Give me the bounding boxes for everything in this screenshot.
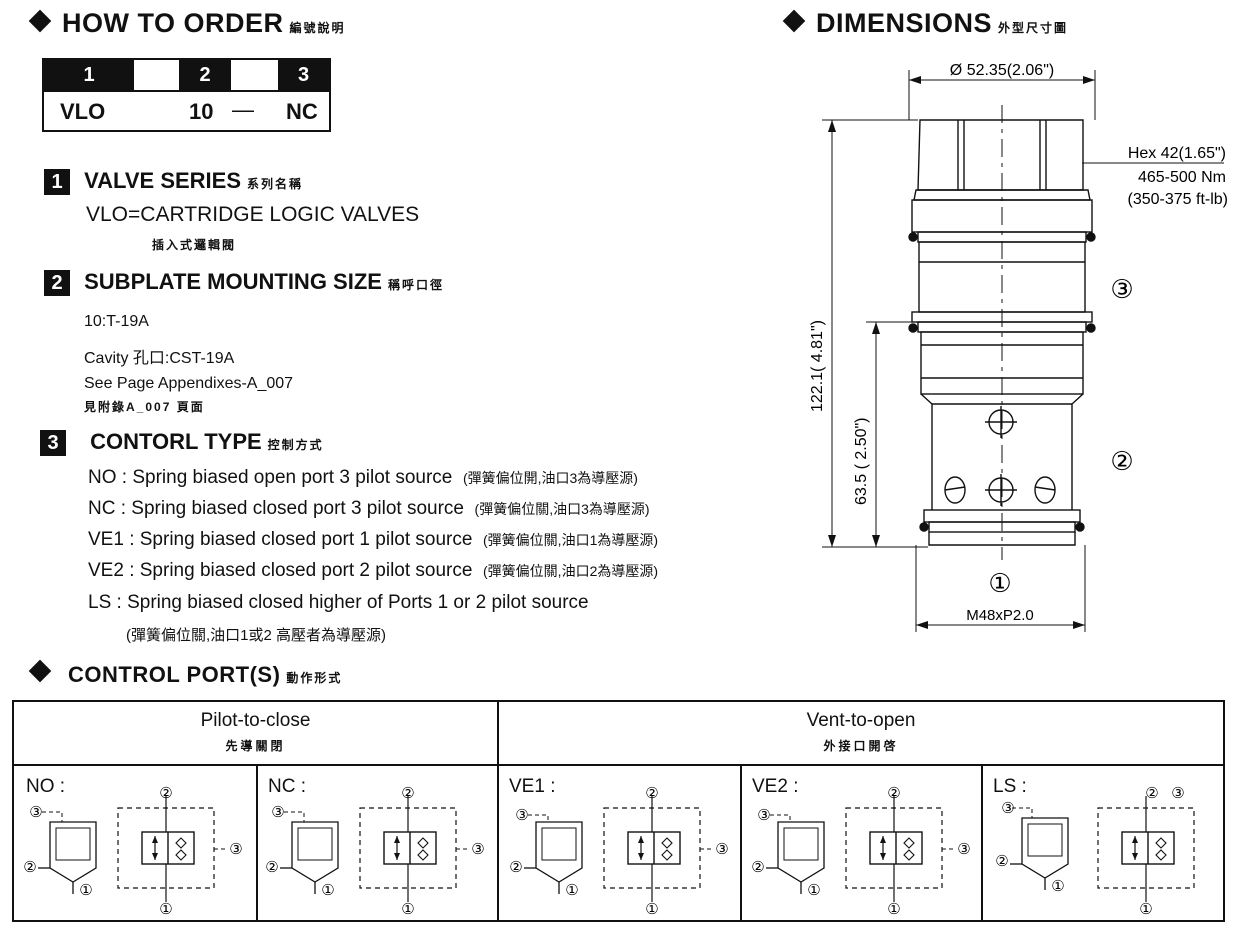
lower-length-label: 63.5 ( 2.50") [853,417,870,505]
port-1-symbol: ① [645,901,658,918]
port-1-symbol: ① [401,901,414,918]
port-2-symbol: ② [1145,785,1158,802]
port-1-symbol: ① [887,901,900,918]
how-to-order-title: HOW TO ORDER [62,8,284,38]
port-1-symbol: ① [159,901,172,918]
control-type-line: LS : Spring biased closed higher of Port… [88,592,589,613]
control-ports-heading: CONTROL PORT(S) 動作形式 [28,659,343,688]
type-label-no: NO : [26,776,66,797]
section-1-line-cjk: 插入式邏輯閥 [152,238,237,252]
port-3-symbol: ③ [1171,785,1184,802]
group-header-pilot-to-close: Pilot-to-close 先導關閉 [14,702,497,766]
group-title: Vent-to-open [806,710,916,731]
dimensions-heading: DIMENSIONS 外型尺寸圖 [782,8,1069,39]
port-2-symbol: ② [509,859,522,876]
section-2-line: See Page Appendixes-A_007 [84,375,294,392]
control-type-line: VE1 : Spring biased closed port 1 pilot … [88,529,659,550]
control-ports-title: CONTROL PORT(S) [68,662,281,687]
control-ports-table: Pilot-to-close 先導關閉 Vent-to-open 外接口開啓 N… [12,700,1225,922]
port-2-symbol: ② [23,859,36,876]
order-position-1: 1 [44,60,134,90]
control-type-line: NC : Spring biased closed port 3 pilot s… [88,498,650,519]
order-control-code: NC [286,99,318,124]
how-to-order-heading: HOW TO ORDER 編號說明 [28,8,346,39]
section-2-line: Cavity 孔口:CST-19A [84,350,235,367]
group-header-vent-to-open: Vent-to-open 外接口開啓 [499,702,1223,766]
section-2-heading: 2 SUBPLATE MOUNTING SIZE 稱呼口徑 [44,269,444,296]
port-3-symbol: ③ [471,841,484,858]
port-2-symbol: ② [401,785,414,802]
port-2-symbol: ② [887,785,900,802]
order-position-2: 2 [179,60,231,90]
section-2-title-cjk: 稱呼口徑 [387,278,444,292]
port-1-marker: ① [988,568,1011,598]
section-1-title-cjk: 系列名稱 [247,177,304,191]
order-code-box: 1 2 3 VLO 10 — NC [42,58,331,132]
group-title-cjk: 外接口開啓 [823,739,899,753]
port-3-symbol: ③ [229,841,242,858]
type-label-ve1: VE1 : [509,776,556,797]
section-1-heading: 1 VALVE SERIES 系列名稱 [44,168,303,195]
port-2-symbol: ② [645,785,658,802]
total-length-label: 122.1( 4.81") [809,320,826,412]
control-type-line-cjk: (彈簧偏位關,油口1或2 高壓者為導壓源) [126,627,387,644]
port-3-symbol: ③ [29,804,42,821]
section-1-line: VLO=CARTRIDGE LOGIC VALVES [86,203,420,226]
group-title-cjk: 先導關閉 [225,739,286,753]
port-1-symbol: ① [79,882,92,899]
section-number-badge: 3 [40,430,66,456]
torque-ftlb-label: (350-375 ft-lb) [1128,191,1229,208]
how-to-order-title-cjk: 編號說明 [289,21,346,35]
cartridge-dimension-drawing: Ø 52.35(2.06") Hex 42(1.65") 465-500 Nm … [809,62,1229,632]
order-separator: — [232,97,254,122]
hex-label: Hex 42(1.65") [1128,145,1226,162]
section-2-line-cjk: 見附錄A_007 頁面 [84,400,205,414]
order-size-code: 10 [189,99,214,124]
diameter-label: Ø 52.35(2.06") [950,62,1054,79]
port-3-symbol: ③ [715,841,728,858]
section-3-title-cjk: 控制方式 [267,438,324,452]
port-1-symbol: ① [1139,901,1152,918]
port-3-symbol: ③ [957,841,970,858]
group-title: Pilot-to-close [200,710,311,731]
port-2-symbol: ② [995,853,1008,870]
port-3-marker: ③ [1110,274,1133,304]
port-1-symbol: ① [807,882,820,899]
port-3-symbol: ③ [1001,800,1014,817]
type-label-nc: NC : [268,776,306,797]
port-3-symbol: ③ [515,807,528,824]
control-type-line: VE2 : Spring biased closed port 2 pilot … [88,560,659,581]
type-label-ls: LS : [993,776,1027,797]
diamond-bullet-icon [28,9,52,33]
port-1-symbol: ① [565,882,578,899]
port-2-marker: ② [1110,446,1133,476]
section-number-badge: 2 [44,270,70,296]
section-number-badge: 1 [44,169,70,195]
order-series-code: VLO [60,99,106,124]
port-1-symbol: ① [321,882,334,899]
torque-nm-label: 465-500 Nm [1138,169,1226,186]
port-1-symbol: ① [1051,878,1064,895]
port-2-symbol: ② [751,859,764,876]
section-2-title: SUBPLATE MOUNTING SIZE [84,269,382,294]
order-position-3: 3 [278,60,329,90]
control-ports-title-cjk: 動作形式 [286,671,343,685]
section-3-title: CONTORL TYPE [90,429,262,454]
thread-label: M48xP2.0 [966,607,1034,624]
dimensions-title-cjk: 外型尺寸圖 [998,21,1069,35]
section-3-heading: 3 CONTORL TYPE 控制方式 [40,429,324,456]
port-3-symbol: ③ [757,807,770,824]
port-3-symbol: ③ [271,804,284,821]
control-port-symbols: ③ ② ① ② ③ ① ③ ② ① ② ③ ① ③ ② ① ② ③ ① ③ ② … [23,785,1195,918]
diamond-bullet-icon [782,9,806,33]
section-1-title: VALVE SERIES [84,168,242,193]
diamond-bullet-icon [28,659,52,683]
control-type-line: NO : Spring biased open port 3 pilot sou… [88,467,638,488]
port-2-symbol: ② [159,785,172,802]
section-2-line: 10:T-19A [84,313,149,330]
port-2-symbol: ② [265,859,278,876]
type-label-ve2: VE2 : [752,776,799,797]
dimensions-title: DIMENSIONS [816,8,993,38]
